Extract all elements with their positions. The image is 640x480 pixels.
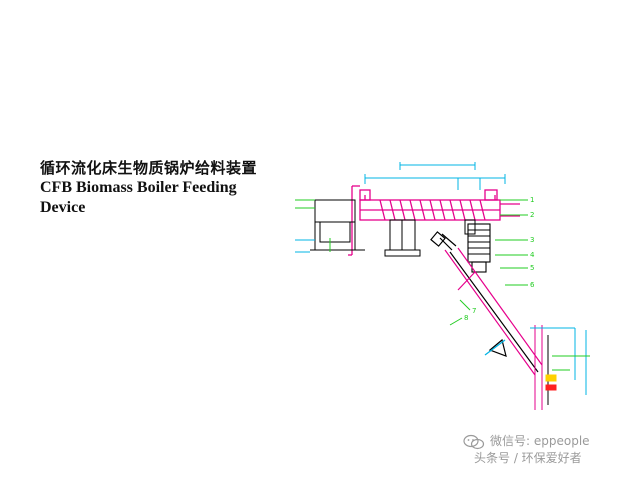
callout-4: 4 [530,251,535,259]
watermark-toutiao: 头条号 / 环保爱好者 [474,451,582,465]
callout-3: 3 [530,236,534,244]
callout-7: 7 [472,307,476,315]
watermark-line-1: 微信号: eppeople [462,433,632,450]
dimension-lines-top [364,162,506,190]
wechat-icon [463,434,485,449]
rotary-valve [467,223,491,273]
callout-1: 1 [530,196,534,204]
watermark: 微信号: eppeople 头条号 / 环保爱好者 [462,433,632,467]
watermark-line-2: 头条号 / 环保爱好者 [462,450,632,467]
slide-caption: 循环流化床生物质锅炉给料装置 CFB Biomass Boiler Feedin… [40,158,280,218]
caption-title-en: CFB Biomass Boiler Feeding Device [40,179,237,216]
support-frame [310,199,476,257]
callout-leaders [449,199,528,326]
callout-5: 5 [530,264,534,272]
caption-title-zh: 循环流化床生物质锅炉给料装置 [40,159,258,177]
watermark-wechat-id: 微信号: eppeople [490,434,590,448]
feeding-device-drawing: 1 2 3 4 5 6 7 8 [295,162,590,410]
inclined-chute [430,231,543,376]
callout-8: 8 [464,314,468,322]
left-guide-lines [295,199,331,253]
screw-conveyor [348,185,520,256]
callout-numbers: 1 2 3 4 5 6 7 8 [464,196,535,322]
callout-2: 2 [530,211,534,219]
callout-6: 6 [530,281,535,289]
furnace-wall [530,325,590,410]
